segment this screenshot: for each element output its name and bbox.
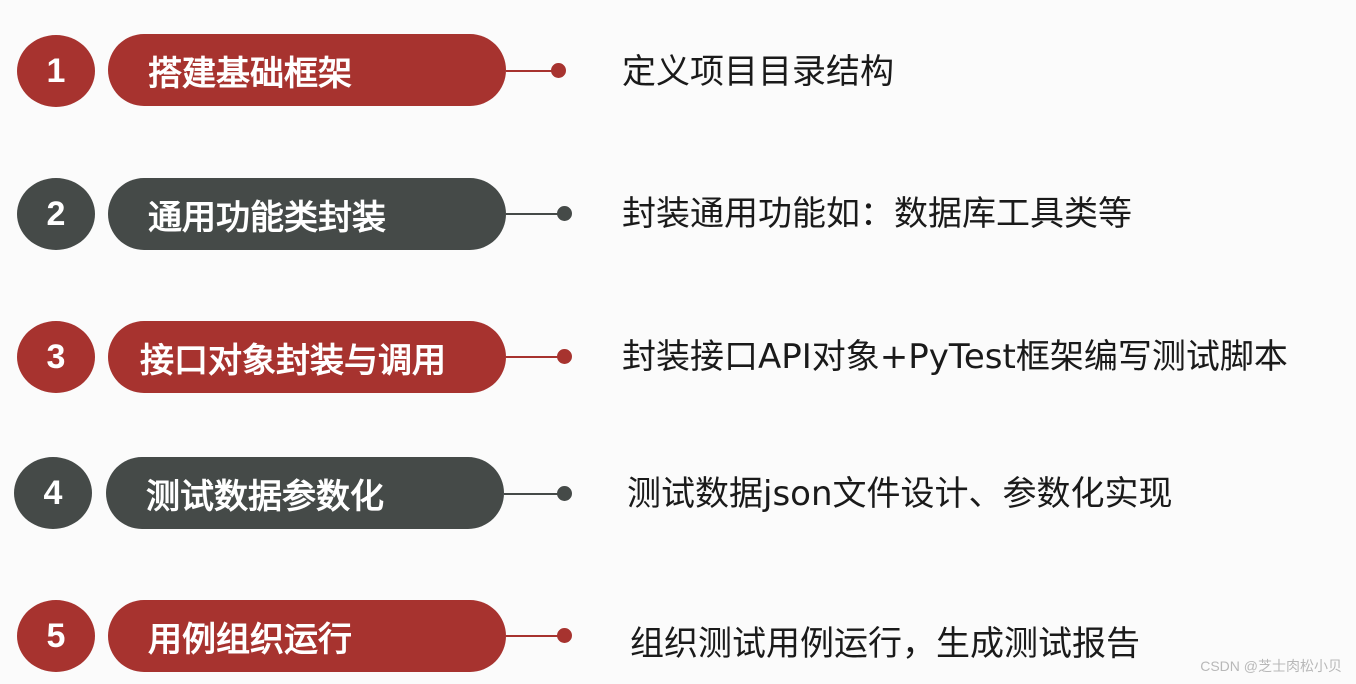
connector-dot <box>551 63 566 78</box>
step-title-pill: 测试数据参数化 <box>106 457 504 529</box>
step-description: 封装接口API对象+PyTest框架编写测试脚本 <box>622 337 1288 377</box>
step-description: 测试数据json文件设计、参数化实现 <box>627 474 1173 514</box>
step-title-pill: 搭建基础框架 <box>108 34 506 106</box>
connector-line <box>506 213 564 215</box>
step-description: 封装通用功能如：数据库工具类等 <box>622 194 1132 234</box>
step-title-pill: 接口对象封装与调用 <box>108 321 506 393</box>
connector-dot <box>557 206 572 221</box>
connector-line <box>506 635 564 637</box>
connector-line <box>504 493 564 495</box>
step-title-pill: 通用功能类封装 <box>108 178 506 250</box>
step-number-badge: 4 <box>14 457 92 529</box>
step-description: 定义项目目录结构 <box>622 52 894 92</box>
step-number-badge: 2 <box>17 178 95 250</box>
step-description: 组织测试用例运行，生成测试报告 <box>630 624 1140 664</box>
step-number-badge: 1 <box>17 35 95 107</box>
connector-dot <box>557 628 572 643</box>
connector-dot <box>557 486 572 501</box>
step-number-badge: 5 <box>17 600 95 672</box>
connector-line <box>506 356 564 358</box>
watermark: CSDN @芝士肉松小贝 <box>1200 658 1342 674</box>
step-number-badge: 3 <box>17 321 95 393</box>
connector-line <box>506 70 558 72</box>
connector-dot <box>557 349 572 364</box>
step-title-pill: 用例组织运行 <box>108 600 506 672</box>
